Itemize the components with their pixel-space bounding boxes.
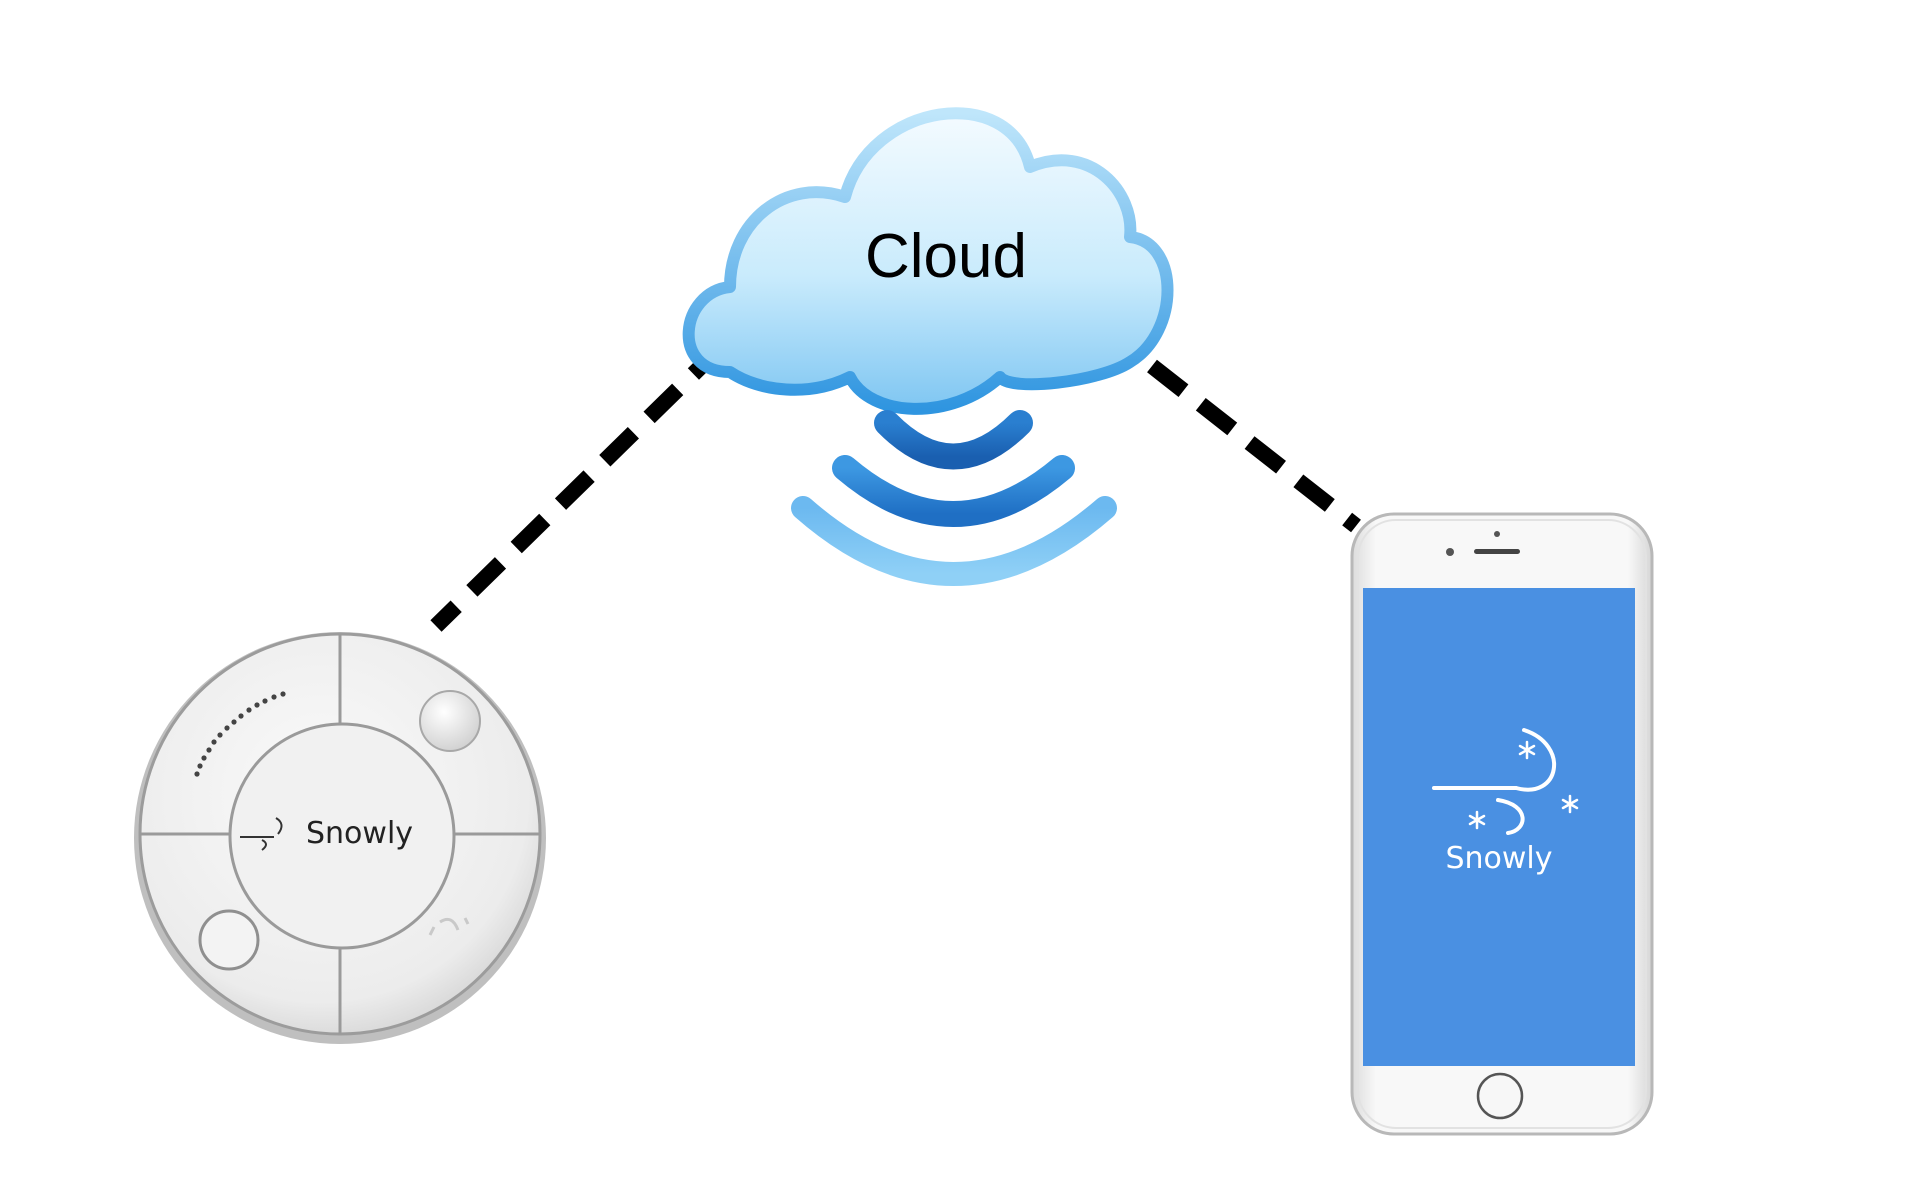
phone-screen [1363, 588, 1635, 1066]
controller-center-button [228, 722, 456, 950]
fan-icon [428, 917, 470, 936]
home-button [1476, 1072, 1524, 1120]
controller-brand-label: Snowly [306, 816, 413, 851]
front-camera-icon [1446, 548, 1454, 556]
connection-line-phone [1147, 359, 1361, 533]
cloud-icon [682, 107, 1174, 415]
earpiece-speaker [1474, 549, 1520, 554]
sensor-dot [1494, 531, 1500, 537]
snowly-app-logo-icon [1432, 728, 1579, 835]
wireless-signal-icon [791, 410, 1117, 586]
app-name-label: Snowly [1445, 841, 1552, 876]
snowly-controller-device: Snowly [134, 632, 546, 1044]
controller-knob-top [419, 690, 481, 752]
smartphone-device: Snowly [1350, 512, 1654, 1136]
level-indicator-dots [194, 691, 286, 777]
connection-line-controller [430, 340, 728, 632]
controller-ring-button [198, 909, 260, 971]
cloud-label: Cloud [865, 222, 1027, 291]
snowly-logo-icon [240, 817, 283, 851]
